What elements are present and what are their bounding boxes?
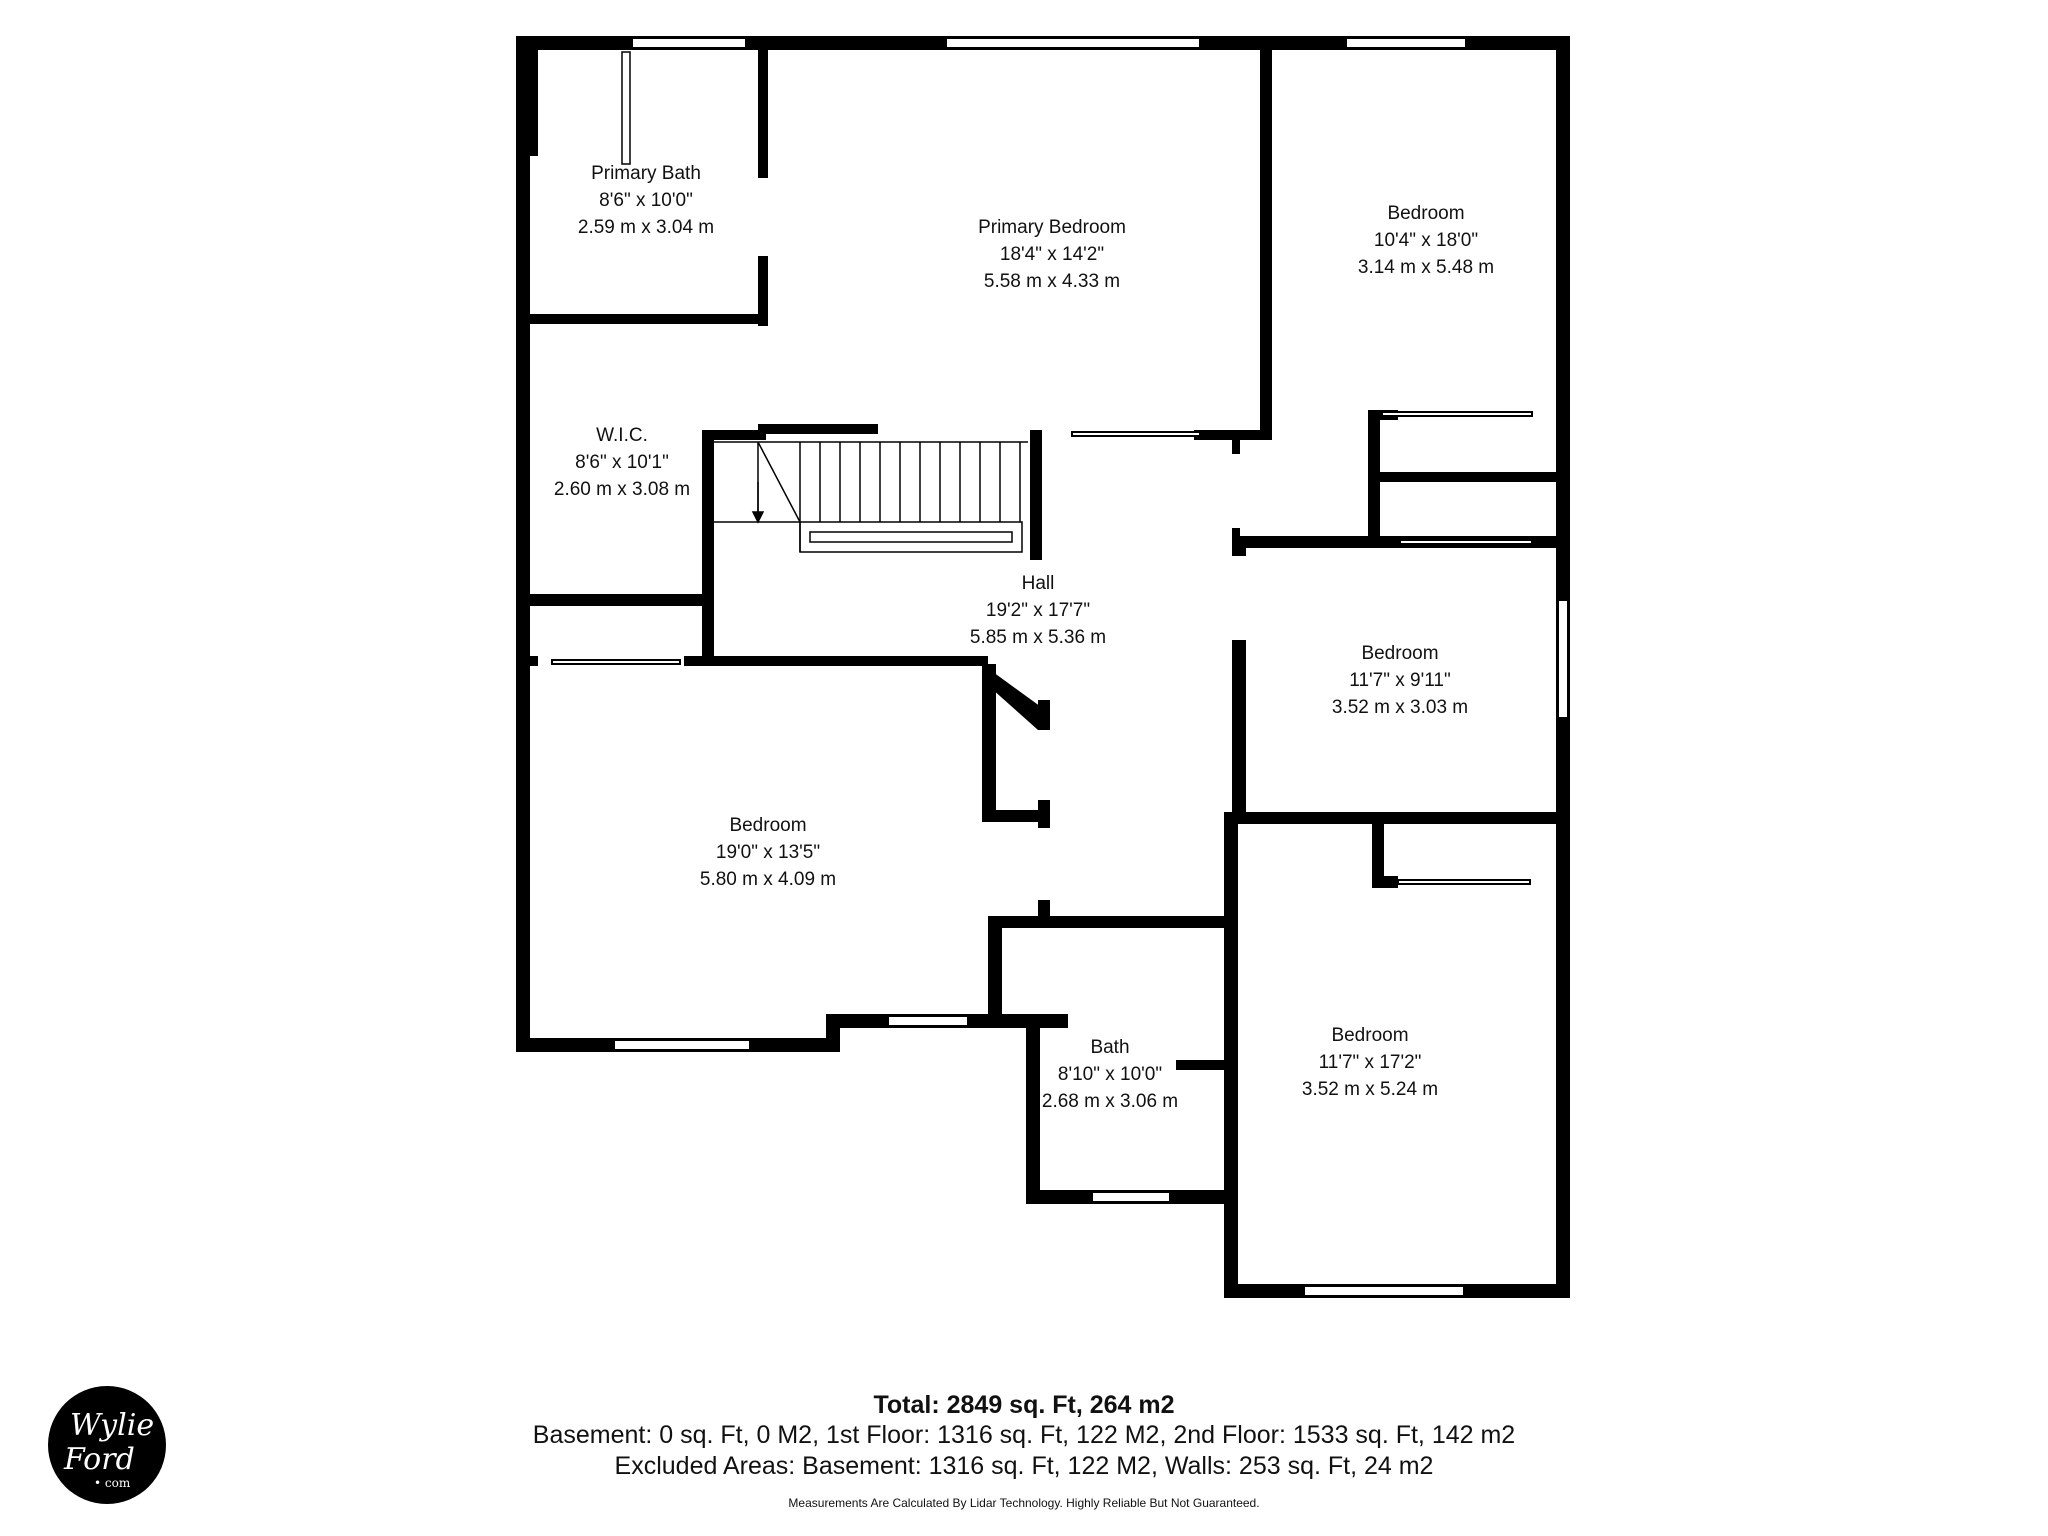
- room-dims-metric: 5.58 m x 4.33 m: [983, 271, 1121, 292]
- room-dims-imperial: 18'4" x 14'2": [999, 244, 1105, 265]
- room-dims-metric: 3.52 m x 5.24 m: [1301, 1079, 1439, 1100]
- room-dims-metric: 3.52 m x 3.03 m: [1331, 697, 1469, 718]
- room-name: Bedroom: [1331, 1025, 1409, 1046]
- room-name: Bedroom: [1361, 643, 1439, 664]
- room-dims-metric: 2.59 m x 3.04 m: [577, 217, 715, 238]
- room-dims-imperial: 11'7" x 9'11": [1349, 670, 1451, 691]
- wylie-ford-logo: Wylie Ford • com: [48, 1386, 166, 1504]
- room-dims-imperial: 8'6" x 10'0": [599, 190, 693, 211]
- windows: [551, 37, 1569, 1297]
- logo-line-1: Wylie: [70, 1408, 155, 1443]
- room-dims-imperial: 19'0" x 13'5": [715, 842, 821, 863]
- room-primary-bedroom: Primary Bedroom 18'4" x 14'2" 5.58 m x 4…: [978, 214, 1126, 295]
- room-name: W.I.C.: [596, 425, 648, 446]
- room-name: Primary Bath: [591, 163, 701, 184]
- logo-line-3: • com: [94, 1476, 131, 1490]
- floor-areas: Basement: 0 sq. Ft, 0 M2, 1st Floor: 131…: [532, 1421, 1516, 1449]
- room-dims-imperial: 10'4" x 18'0": [1373, 230, 1479, 251]
- total-area: Total: 2849 sq. Ft, 264 m2: [873, 1391, 1175, 1419]
- room-bedroom-se: Bedroom 11'7" x 17'2" 3.52 m x 5.24 m: [1302, 1022, 1438, 1103]
- room-dims-metric: 5.85 m x 5.36 m: [969, 627, 1107, 648]
- room-name: Bath: [1090, 1037, 1130, 1058]
- shower-door: [621, 51, 631, 165]
- room-name: Bedroom: [1387, 203, 1465, 224]
- room-dims-imperial: 8'6" x 10'1": [575, 452, 669, 473]
- excluded-areas: Excluded Areas: Basement: 1316 sq. Ft, 1…: [614, 1452, 1434, 1480]
- room-primary-bath: Primary Bath 8'6" x 10'0" 2.59 m x 3.04 …: [578, 160, 714, 241]
- room-dims-metric: 2.60 m x 3.08 m: [553, 479, 691, 500]
- area-summary: Total: 2849 sq. Ft, 264 m2 Basement: 0 s…: [0, 1390, 2048, 1510]
- stairs: [714, 441, 1028, 553]
- room-bedroom-ne: Bedroom 10'4" x 18'0" 3.14 m x 5.48 m: [1358, 200, 1494, 281]
- disclaimer: Measurements Are Calculated By Lidar Tec…: [788, 1496, 1260, 1510]
- room-dims-metric: 3.14 m x 5.48 m: [1357, 257, 1495, 278]
- room-wic: W.I.C. 8'6" x 10'1" 2.60 m x 3.08 m: [554, 422, 690, 503]
- room-hall: Hall 19'2" x 17'7" 5.85 m x 5.36 m: [970, 570, 1106, 651]
- room-name: Primary Bedroom: [978, 217, 1126, 238]
- room-dims-imperial: 8'10" x 10'0": [1057, 1064, 1163, 1085]
- room-name: Bedroom: [729, 815, 807, 836]
- room-name: Hall: [1021, 573, 1055, 594]
- room-dims-metric: 2.68 m x 3.06 m: [1041, 1091, 1179, 1112]
- room-dims-imperial: 11'7" x 17'2": [1318, 1052, 1422, 1073]
- room-dims-imperial: 19'2" x 17'7": [985, 600, 1091, 621]
- room-dims-metric: 5.80 m x 4.09 m: [699, 869, 837, 890]
- logo-line-2: Ford: [64, 1442, 135, 1477]
- room-bedroom-e: Bedroom 11'7" x 9'11" 3.52 m x 3.03 m: [1332, 640, 1468, 721]
- room-bedroom-w: Bedroom 19'0" x 13'5" 5.80 m x 4.09 m: [700, 812, 836, 893]
- room-bath: Bath 8'10" x 10'0" 2.68 m x 3.06 m: [1042, 1034, 1178, 1115]
